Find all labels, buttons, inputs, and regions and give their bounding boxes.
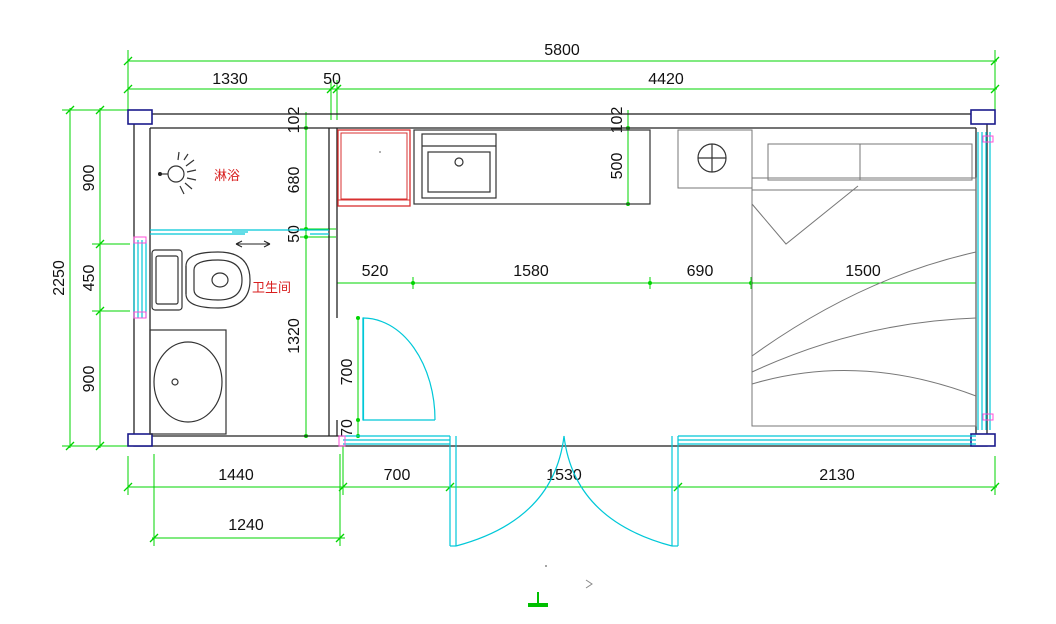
counter xyxy=(413,129,651,205)
entry-double-door xyxy=(449,435,679,547)
interior-row-dimensions: 520 1580 690 1500 xyxy=(336,263,977,289)
dim-top-right: 4420 xyxy=(648,71,684,88)
dim-bottom-1240: 1240 xyxy=(228,517,264,534)
column-bottom-left xyxy=(127,433,153,447)
column-top-left xyxy=(127,109,153,125)
shower-label: 淋浴 xyxy=(214,169,240,184)
bath-slide-arrow-head-right xyxy=(263,240,271,248)
dim-bath-lower: 1320 xyxy=(286,318,303,354)
bathroom-door xyxy=(362,317,436,421)
shower-partition-glass xyxy=(150,229,329,235)
dim-bottom-1530: 1530 xyxy=(546,467,582,484)
dim-left-mid: 450 xyxy=(81,265,98,292)
dim-row-520: 520 xyxy=(362,263,389,280)
dim-partition: 50 xyxy=(286,225,303,243)
toilet-icon xyxy=(151,249,251,311)
left-dimensions: 2250 900 450 900 xyxy=(51,105,130,451)
dim-bottom-700: 700 xyxy=(384,467,411,484)
dim-overall-width: 5800 xyxy=(544,42,580,59)
interior-vertical-dimensions: 102 680 50 1320 102 500 700 70 xyxy=(286,107,650,438)
bath-slide-arrow-head-left xyxy=(235,240,243,248)
dim-wall-top-left: 102 xyxy=(286,107,303,134)
bathroom-window xyxy=(133,236,147,319)
dim-row-1500: 1500 xyxy=(845,263,881,280)
north-marker xyxy=(528,565,593,607)
walls xyxy=(133,113,988,447)
column-top-right xyxy=(970,109,996,125)
dim-top-mid: 50 xyxy=(323,71,341,88)
doors xyxy=(235,240,679,547)
bedroom-window xyxy=(977,132,994,430)
bathroom-fixtures: 淋浴 卫生间 xyxy=(149,151,291,435)
dim-left-bottom: 900 xyxy=(81,366,98,393)
dim-row-1580: 1580 xyxy=(513,263,549,280)
dim-left-total: 2250 xyxy=(51,260,68,296)
dim-door-jamb: 70 xyxy=(339,419,356,437)
kitchen-fixtures xyxy=(337,129,651,207)
dim-shower-height: 680 xyxy=(286,167,303,194)
dim-left-top: 900 xyxy=(81,165,98,192)
dim-wall-top-right: 102 xyxy=(609,107,626,134)
dim-door-width: 700 xyxy=(339,359,356,386)
fridge xyxy=(337,129,411,207)
kitchen-sink-icon xyxy=(421,133,497,199)
dim-bottom-1440: 1440 xyxy=(218,467,254,484)
nightstand xyxy=(677,129,753,189)
corner-columns xyxy=(127,109,996,447)
dim-bottom-2130: 2130 xyxy=(819,467,855,484)
windows xyxy=(133,132,994,447)
shower-head-icon xyxy=(158,151,197,195)
front-window-right xyxy=(678,435,976,445)
dim-counter-depth: 500 xyxy=(609,153,626,180)
bottom-dimensions: 1440 700 1530 2130 1240 xyxy=(123,446,1000,546)
bedroom-fixtures xyxy=(677,129,977,427)
dim-row-690: 690 xyxy=(687,263,714,280)
bed xyxy=(751,143,977,427)
bathroom-label: 卫生间 xyxy=(252,281,291,296)
front-window-left xyxy=(338,435,450,447)
bathroom-sink-icon xyxy=(149,329,227,435)
dim-top-left: 1330 xyxy=(212,71,248,88)
top-dimensions: 5800 1330 50 4420 xyxy=(123,42,1000,120)
